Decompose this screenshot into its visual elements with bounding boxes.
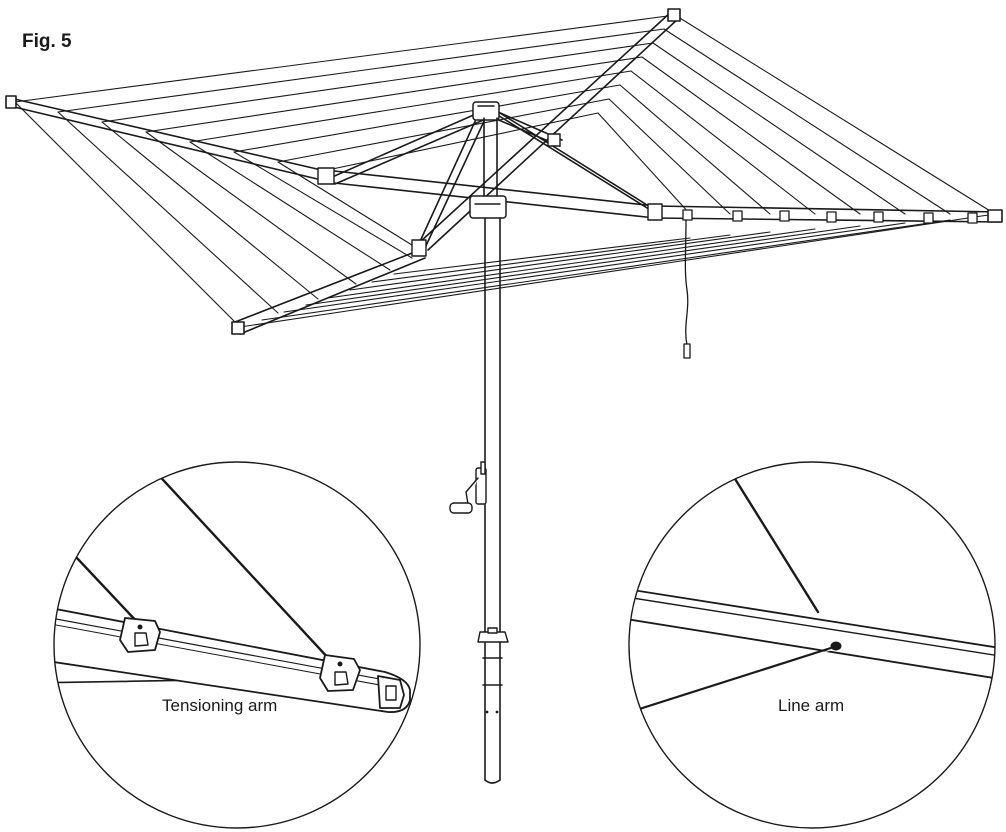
pole-clamp <box>477 627 509 643</box>
arm-left <box>5 95 331 183</box>
hanging-cord <box>683 219 691 359</box>
winding-handle <box>449 461 487 514</box>
arm-clamps <box>317 133 663 257</box>
clothes-lines-back <box>14 14 676 173</box>
tension-clips <box>682 209 978 224</box>
clothesline-main <box>5 8 1003 784</box>
clothes-lines-right <box>597 14 996 215</box>
clothes-lines-left <box>14 101 421 328</box>
tensioning-arm-label: Tensioning arm <box>162 696 278 715</box>
struts <box>329 107 661 251</box>
top-hub <box>472 101 500 121</box>
clothes-lines-front <box>239 213 996 328</box>
pole-holes <box>485 710 499 714</box>
arm-front <box>231 249 426 335</box>
line-arm-label: Line arm <box>778 696 845 715</box>
callout-line-arm <box>628 461 996 829</box>
figure-label: Fig. 5 <box>22 31 72 52</box>
lower-hub <box>469 195 507 219</box>
callout-tensioning-arm <box>53 461 421 829</box>
